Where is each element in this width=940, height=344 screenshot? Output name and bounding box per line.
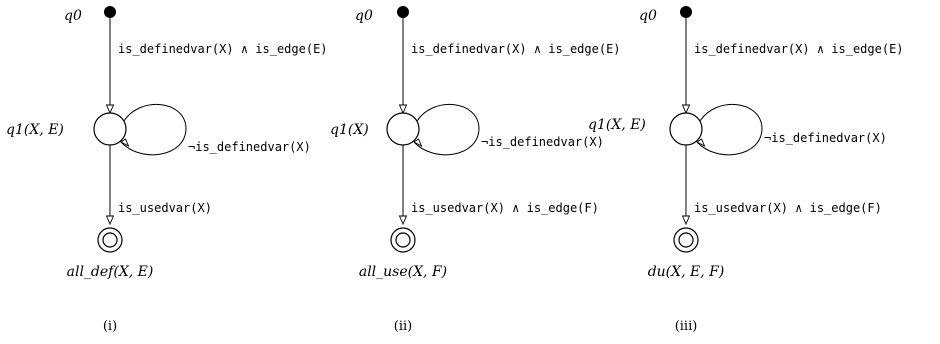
final-edge-label: is_usedvar(X) ∧ is_edge(F) <box>411 201 599 215</box>
start-edge-arrowhead <box>681 104 691 115</box>
caption: (iii) <box>675 319 698 334</box>
start-state-label: q0 <box>355 8 373 24</box>
start-edge-label: is_definedvar(X) ∧ is_edge(E) <box>411 42 621 56</box>
self-loop-edge <box>696 103 763 156</box>
final-state-label: all_def(X, E) <box>67 264 154 280</box>
final-edge-arrowhead <box>398 215 408 226</box>
final-state-inner <box>678 232 694 248</box>
start-state <box>680 6 692 18</box>
start-edge-arrowhead <box>398 104 408 115</box>
automaton-i: q0 is_definedvar(X) ∧ is_edge(E) q1(X, E… <box>6 6 328 334</box>
start-state-label: q0 <box>64 8 82 24</box>
self-loop-arrowhead <box>413 138 423 147</box>
final-edge-arrowhead <box>681 215 691 226</box>
final-edge-label: is_usedvar(X) ∧ is_edge(F) <box>694 201 882 215</box>
final-state-inner <box>102 232 118 248</box>
state-q1-label: q1(X, E) <box>6 122 64 138</box>
state-q1 <box>386 112 420 146</box>
state-q1 <box>93 112 127 146</box>
final-state-inner <box>395 232 411 248</box>
start-state <box>397 6 409 18</box>
state-q1 <box>669 112 703 146</box>
self-loop-label: ¬is_definedvar(X) <box>188 140 311 154</box>
self-loop-edge <box>120 103 187 156</box>
final-edge-arrowhead <box>105 215 115 226</box>
state-q1-label: q1(X) <box>330 122 369 138</box>
final-state-label: du(X, E, F) <box>648 264 725 280</box>
self-loop-label: ¬is_definedvar(X) <box>764 131 887 145</box>
final-state-label: all_use(X, F) <box>359 264 447 280</box>
self-loop-arrowhead <box>696 138 706 147</box>
automaton-iii: q0 is_definedvar(X) ∧ is_edge(E) q1(X, E… <box>588 6 904 334</box>
start-state <box>104 6 116 18</box>
caption: (i) <box>103 319 117 334</box>
start-edge-label: is_definedvar(X) ∧ is_edge(E) <box>694 42 904 56</box>
start-edge-label: is_definedvar(X) ∧ is_edge(E) <box>118 42 328 56</box>
automaton-ii: q0 is_definedvar(X) ∧ is_edge(E) q1(X) ¬… <box>330 6 621 334</box>
state-q1-label: q1(X, E) <box>588 117 646 133</box>
final-edge-label: is_usedvar(X) <box>118 201 212 215</box>
caption: (ii) <box>394 319 412 334</box>
self-loop-edge <box>413 103 480 156</box>
self-loop-arrowhead <box>120 138 130 147</box>
start-edge-arrowhead <box>105 104 115 115</box>
start-state-label: q0 <box>639 8 657 24</box>
self-loop-label: ¬is_definedvar(X) <box>481 135 604 149</box>
